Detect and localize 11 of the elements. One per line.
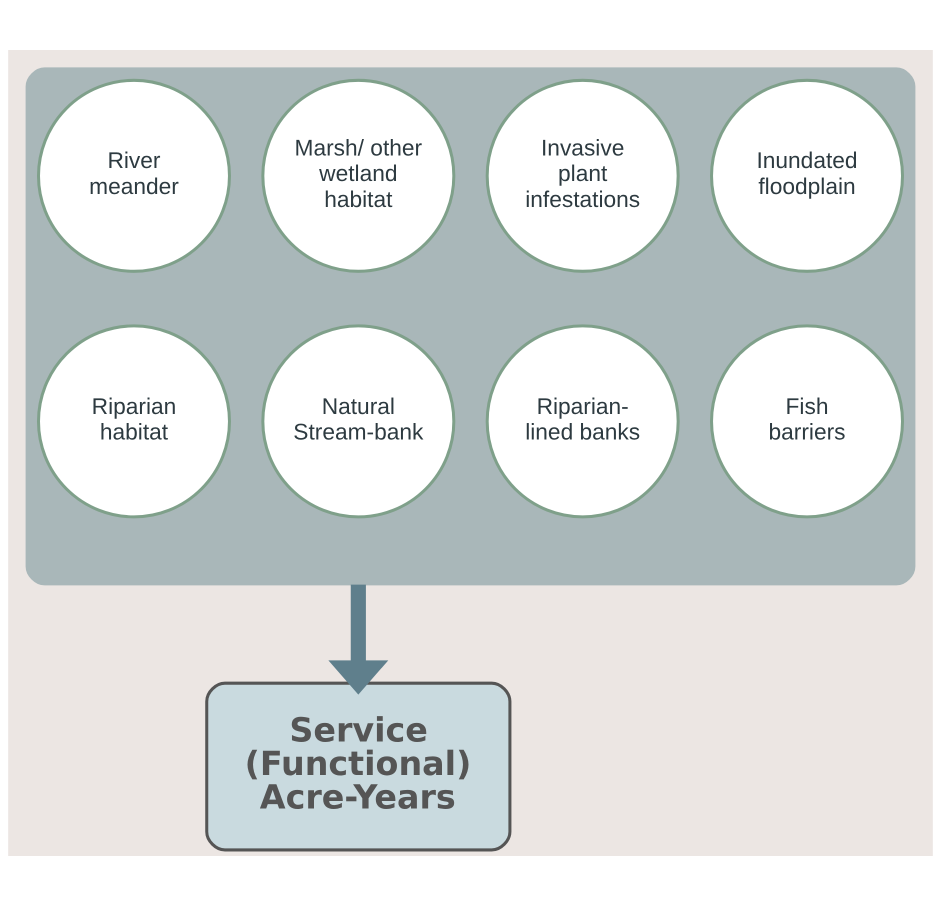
node-circle: Marsh/ other wetland habitat [261,78,456,273]
cluster [26,67,916,586]
node-circle: Fish barriers [710,324,904,518]
node-circle: River meander [36,78,231,273]
node-circle: Invasive plant infestations [486,78,680,273]
node-circle: Riparian habitat [36,324,231,518]
node-circle: Natural Stream-bank [261,324,456,518]
arrow [328,584,388,695]
node-circle: Riparian-lined banks [486,324,680,518]
node-circle: Inundated floodplain [710,78,904,273]
node-box: Service (Functional) Acre-Years [205,682,512,852]
